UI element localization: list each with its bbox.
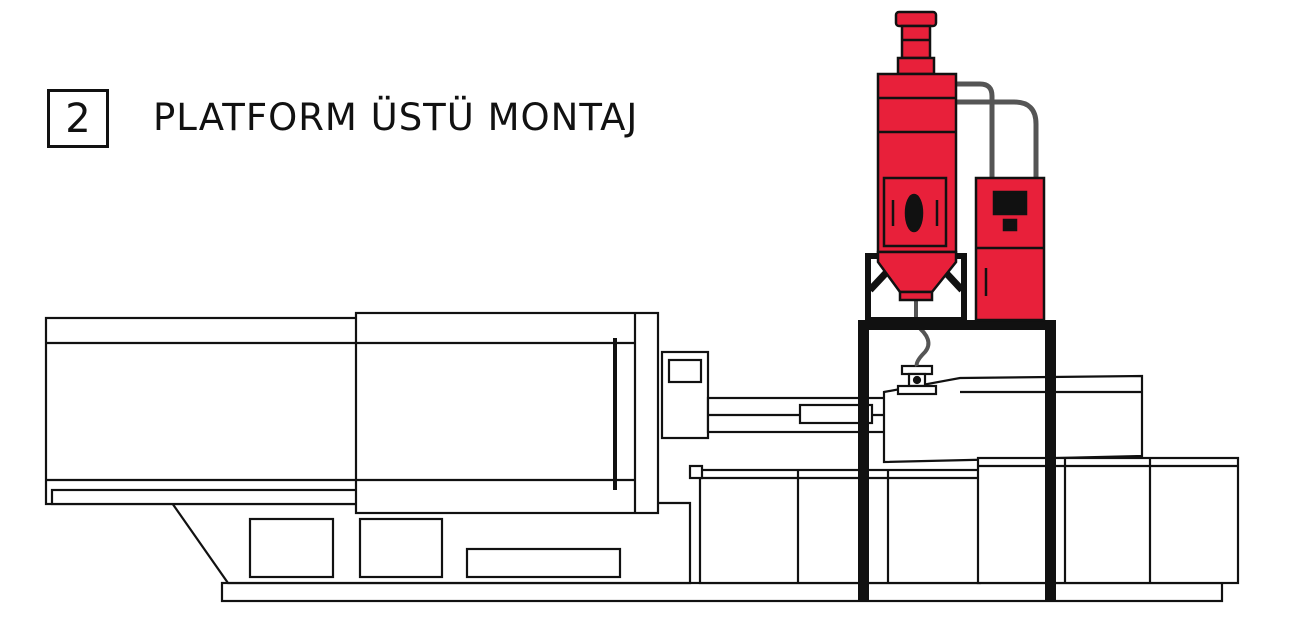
dryer-loader-ring [896, 56, 936, 76]
step-number-box: 2 [47, 89, 109, 148]
feed-hose [914, 300, 931, 367]
control-unit-button [1002, 218, 1018, 232]
machine-panel-1 [248, 517, 335, 579]
platform-leg-right [1045, 320, 1056, 601]
dryer-air-hoses [950, 81, 1039, 180]
machine-cabinet [698, 468, 982, 585]
step-number: 2 [65, 95, 91, 142]
dryer-outlet [898, 290, 934, 302]
hopper-dryer [876, 10, 958, 302]
machine-panel-3 [465, 547, 622, 579]
feed-throat [896, 364, 938, 396]
machine-base-rail [220, 581, 1224, 603]
dryer-loader-neck [900, 24, 932, 60]
control-unit-display [992, 190, 1028, 216]
machine-control-screen [667, 358, 703, 384]
machine-panel-2 [358, 517, 444, 579]
machine-small-box [688, 464, 704, 480]
injection-nozzle-box [798, 403, 874, 425]
dryer-sight-window [904, 193, 924, 233]
machine-cabinet-right [976, 456, 1240, 585]
mounting-platform [858, 320, 1056, 601]
platform-leg-left [858, 320, 869, 601]
dryer-loader-cap [894, 10, 938, 28]
clamp-guard-left [44, 316, 360, 506]
dryer-control-unit [974, 176, 1046, 322]
dryer-cone [876, 250, 958, 294]
platform-top-beam [858, 320, 1056, 330]
clamp-guard-lower-strip [50, 488, 360, 506]
page-title: PLATFORM ÜSTÜ MONTAJ [153, 96, 639, 139]
injection-unit-housing [882, 374, 1144, 464]
injection-molding-machine [44, 311, 1240, 603]
